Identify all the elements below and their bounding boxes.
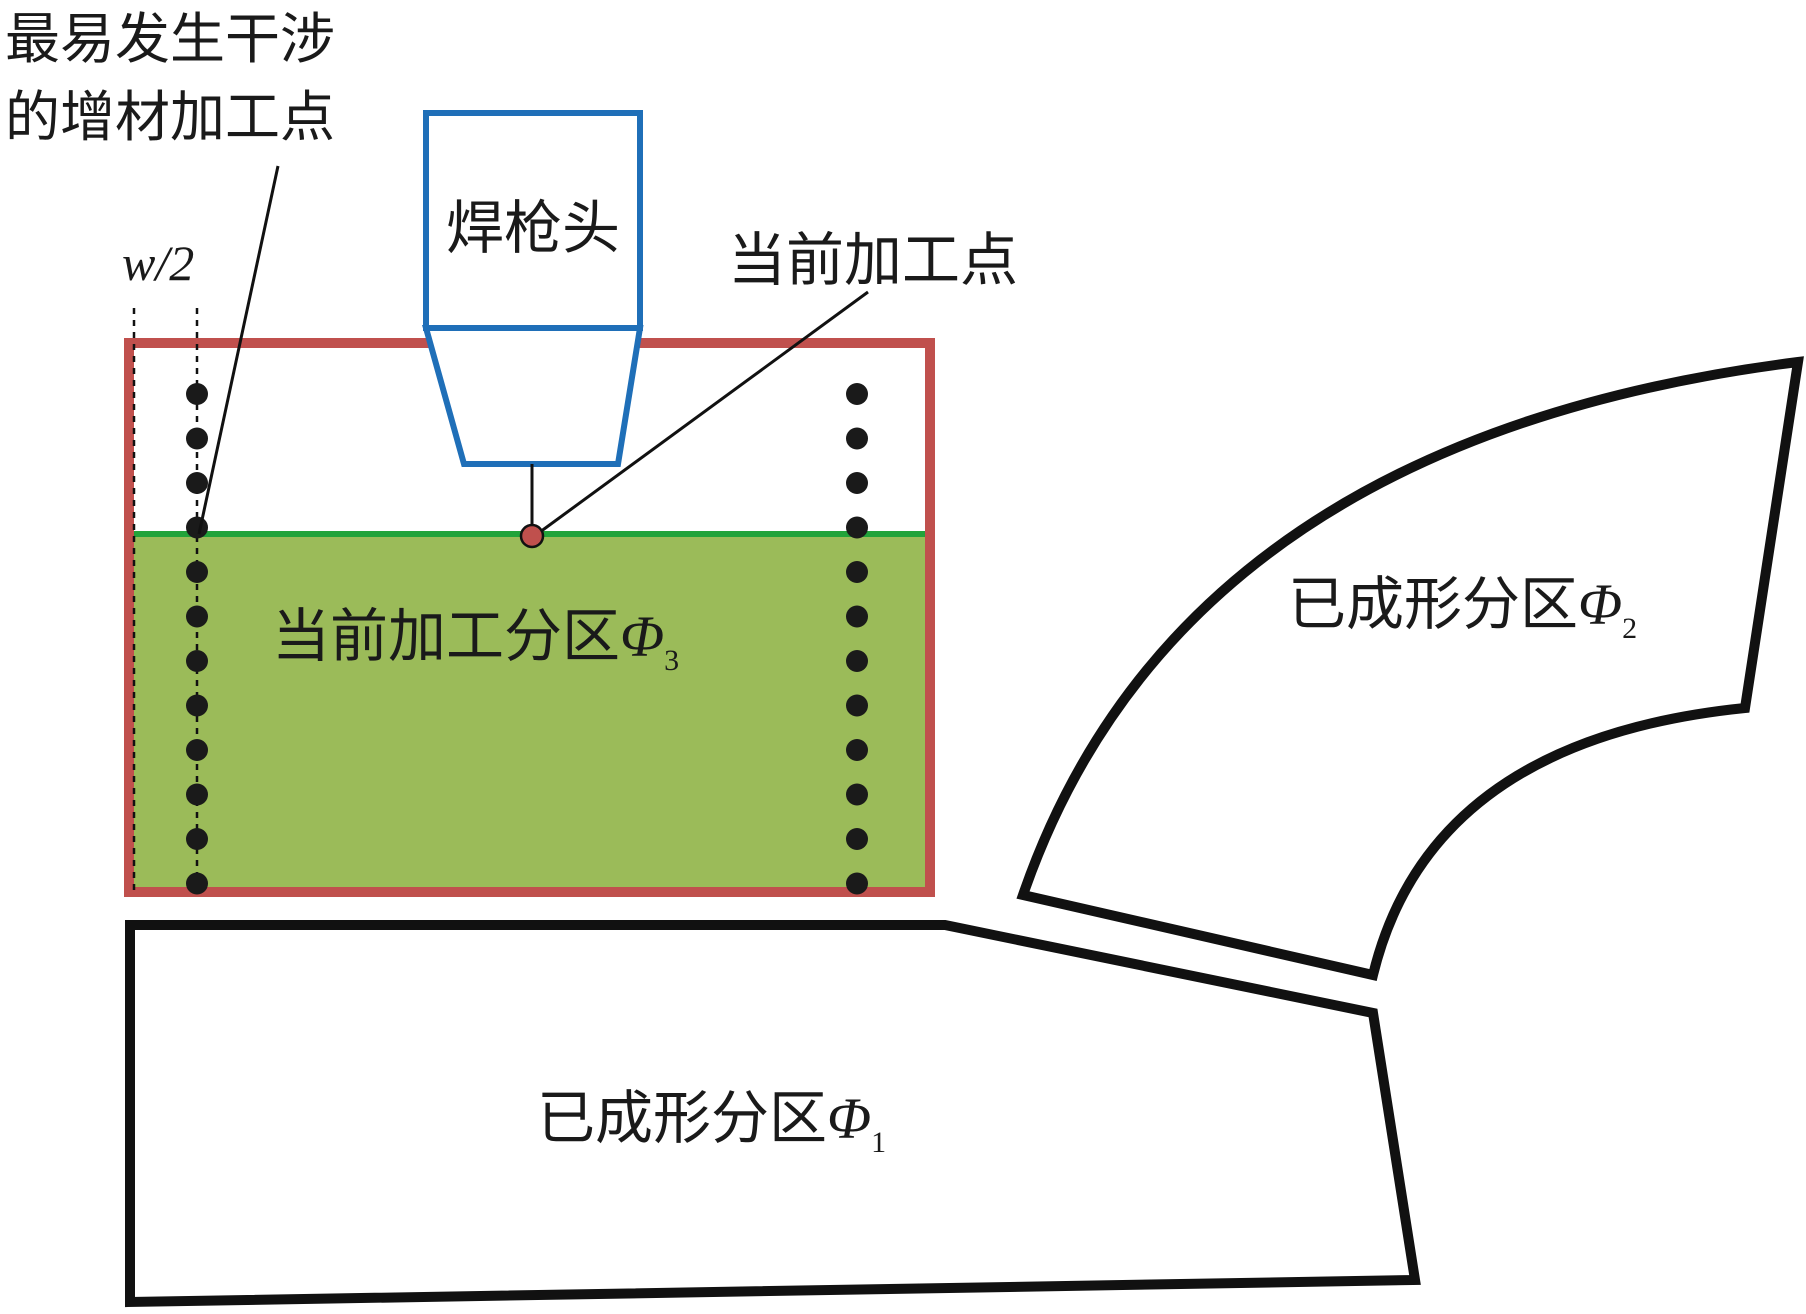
left-toolpath-point-2 <box>186 427 208 450</box>
right-toolpath-point-1 <box>846 383 868 405</box>
formed-partition-1-subscript: 1 <box>871 1126 886 1159</box>
torch-nozzle <box>422 325 644 467</box>
left-toolpath-point-9 <box>186 739 208 761</box>
right-toolpath-point-10 <box>846 783 868 806</box>
left-toolpath-point-10 <box>186 783 208 806</box>
interference-point-label-line2: 的增材加工点 <box>5 85 335 149</box>
formed-partition-2-outline <box>1016 356 1804 981</box>
right-toolpath-points <box>846 383 868 895</box>
right-toolpath-point-9 <box>846 739 868 761</box>
left-toolpath-point-4 <box>186 516 208 539</box>
current-point-leader <box>539 290 869 534</box>
interference-point-label-line1: 最易发生干涉 <box>5 7 335 71</box>
left-toolpath-point-7 <box>186 650 208 672</box>
torch-head-label: 焊枪头 <box>446 194 620 262</box>
left-toolpath-point-12 <box>186 872 208 895</box>
half-width-label: w/2 <box>122 235 194 291</box>
left-toolpath-point-3 <box>186 472 208 494</box>
left-toolpath-points <box>186 383 208 895</box>
current-processing-point <box>519 523 545 549</box>
right-toolpath-point-3 <box>846 472 868 494</box>
right-toolpath-point-5 <box>846 561 868 583</box>
current-partition-label: 当前加工分区Φ3 <box>272 602 679 677</box>
right-toolpath-point-4 <box>846 516 868 539</box>
current-partition-fill <box>129 534 930 892</box>
formed-partition-1-symbol: Φ <box>827 1086 871 1151</box>
formed-partition-1-label: 已成形分区Φ1 <box>537 1084 886 1159</box>
left-toolpath-point-11 <box>186 828 208 850</box>
formed-partition-2-text: 已成形分区 <box>1288 570 1578 638</box>
interference-point-leader <box>197 165 280 535</box>
right-toolpath-point-12 <box>846 872 868 895</box>
left-toolpath-point-6 <box>186 605 208 628</box>
current-partition-text: 当前加工分区 <box>272 602 620 670</box>
current-partition-subscript: 3 <box>664 644 679 677</box>
formed-partition-2-subscript: 2 <box>1622 612 1637 645</box>
formed-partition-1-outline <box>125 920 1421 1308</box>
current-partition-symbol: Φ <box>620 604 664 669</box>
current-point-label: 当前加工点 <box>728 226 1018 294</box>
formed-partition-1-text: 已成形分区 <box>537 1084 827 1152</box>
left-toolpath-point-5 <box>186 561 208 583</box>
right-toolpath-point-8 <box>846 694 868 717</box>
right-toolpath-point-11 <box>846 828 868 850</box>
right-toolpath-point-6 <box>846 605 868 628</box>
formed-partition-2-label: 已成形分区Φ2 <box>1288 570 1637 645</box>
right-toolpath-point-7 <box>846 650 868 672</box>
left-toolpath-point-8 <box>186 694 208 717</box>
formed-partition-2-symbol: Φ <box>1578 572 1622 637</box>
left-toolpath-point-1 <box>186 383 208 405</box>
right-toolpath-point-2 <box>846 427 868 450</box>
